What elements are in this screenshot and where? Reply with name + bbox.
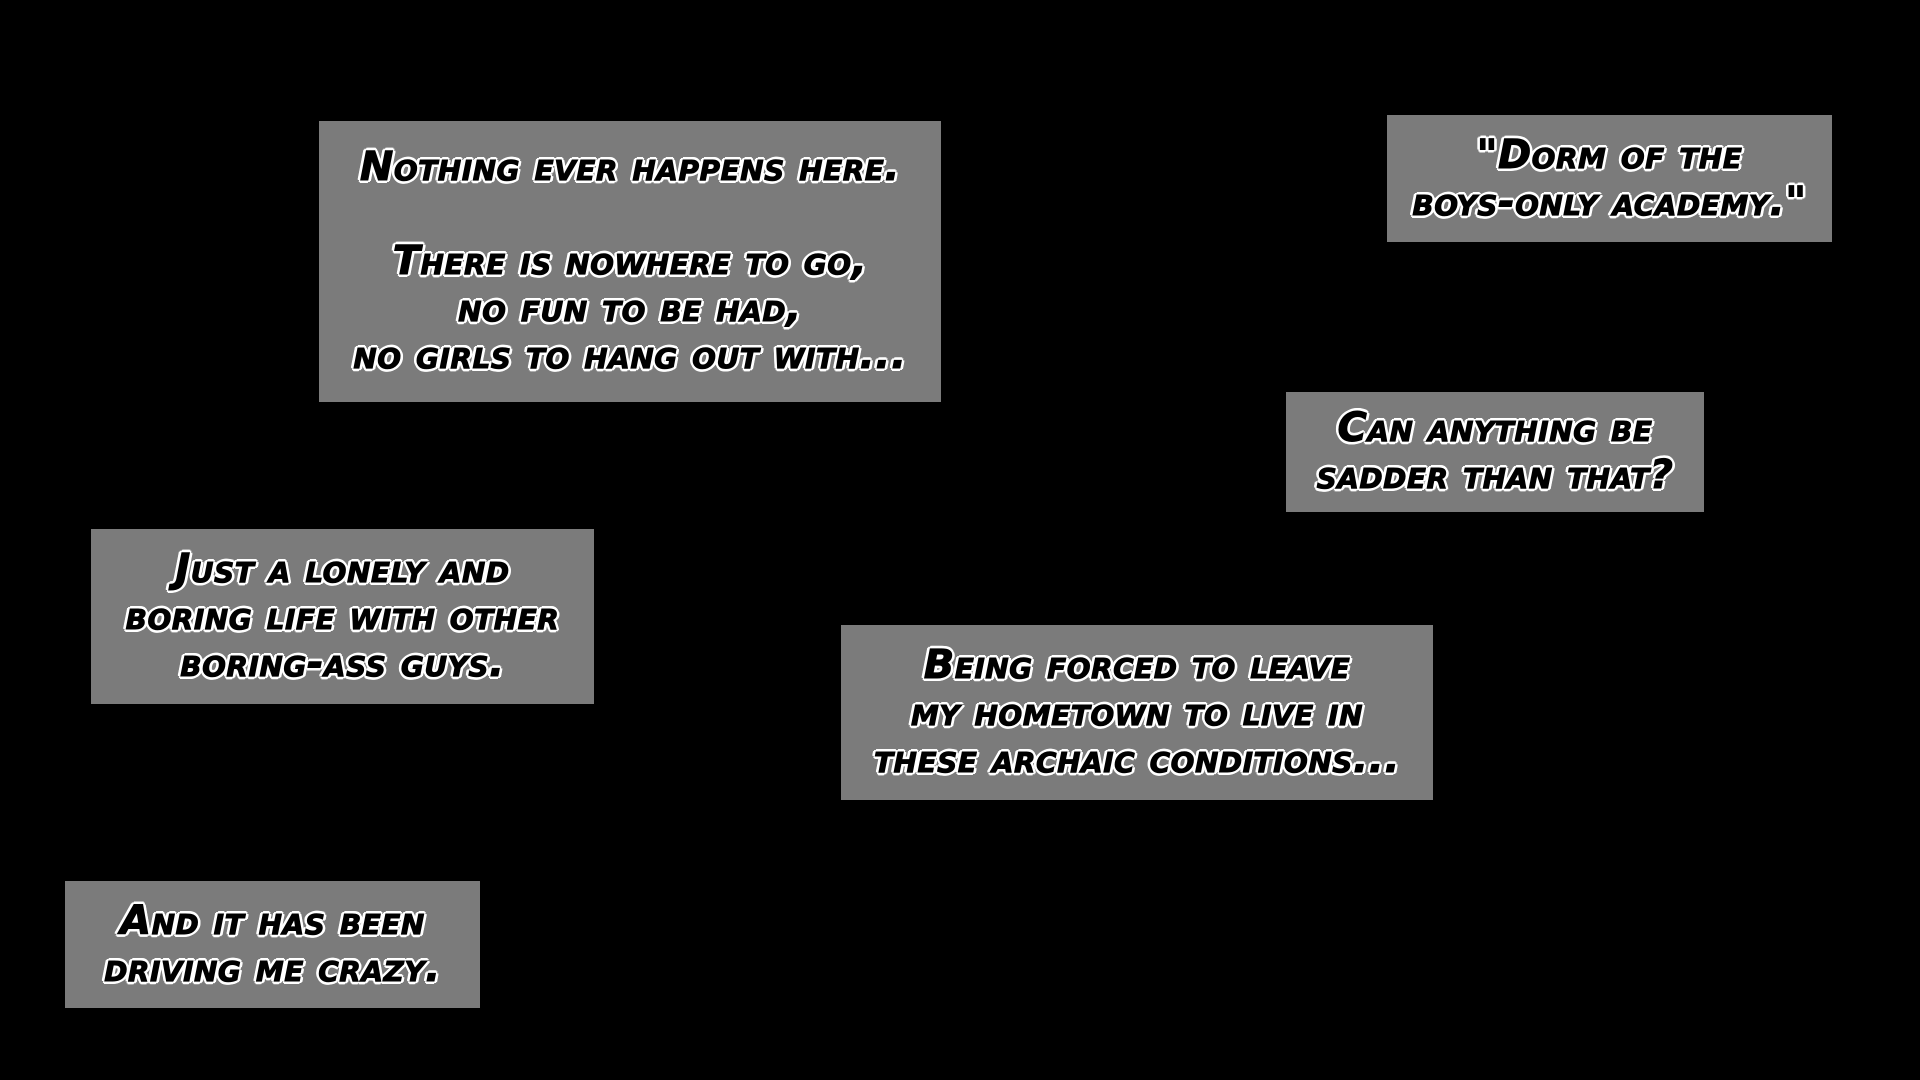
caption-line: And it has been — [120, 897, 425, 944]
caption-line: boys-only academy." — [1412, 178, 1807, 225]
caption-line: There is nowhere to go, — [392, 238, 868, 285]
caption-line: my hometown to live in — [910, 689, 1364, 736]
caption-line: Nothing ever happens here. — [359, 144, 901, 191]
caption-line: boring-ass guys. — [180, 640, 505, 687]
caption-line: boring life with other — [125, 593, 560, 640]
caption-box-sadder: Can anything be sadder than that? — [1286, 392, 1704, 512]
caption-line: Can anything be — [1337, 405, 1653, 452]
caption-box-nothing-happens: Nothing ever happens here. There is nowh… — [319, 121, 941, 402]
caption-line: sadder than that? — [1316, 452, 1674, 499]
caption-line: no girls to hang out with... — [353, 332, 907, 379]
caption-line: Just a lonely and — [175, 546, 510, 593]
caption-line: these archaic conditions... — [873, 736, 1401, 783]
caption-box-dorm: "Dorm of the boys-only academy." — [1387, 115, 1832, 242]
caption-line: "Dorm of the — [1476, 131, 1743, 178]
caption-box-driving-crazy: And it has been driving me crazy. — [65, 881, 480, 1008]
caption-line: driving me crazy. — [104, 944, 441, 991]
caption-box-forced-to-leave: Being forced to leave my hometown to liv… — [841, 625, 1433, 800]
caption-line: no fun to be had, — [458, 285, 802, 332]
caption-box-lonely-life: Just a lonely and boring life with other… — [91, 529, 594, 704]
caption-line: Being forced to leave — [923, 642, 1351, 689]
